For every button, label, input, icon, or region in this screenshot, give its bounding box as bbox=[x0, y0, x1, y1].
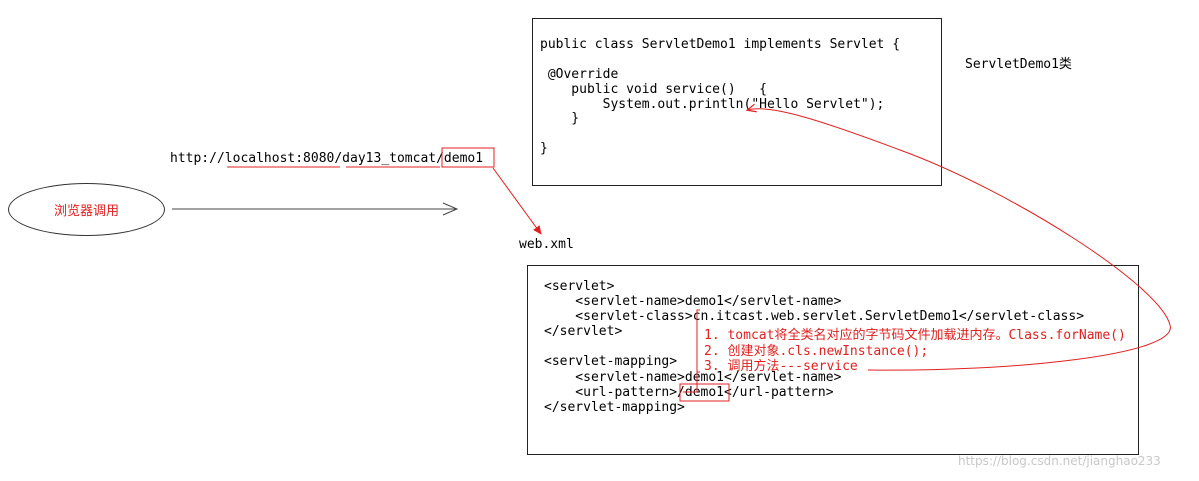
xml-line-mapping-close: </servlet-mapping> bbox=[544, 400, 685, 415]
class-label: ServletDemo1类 bbox=[965, 57, 1072, 72]
browser-label: 浏览器调用 bbox=[53, 204, 119, 219]
java-line-method: public void service() { bbox=[540, 82, 767, 97]
xml-line-servlet-class: <servlet-class>cn.itcast.web.servlet.Ser… bbox=[544, 309, 1085, 324]
url-demo1-highlight bbox=[441, 147, 495, 168]
java-line-override: @Override bbox=[540, 67, 619, 82]
note-step-3: 3. 调用方法---service bbox=[704, 359, 858, 374]
note-step-2: 2. 创建对象.cls.newInstance(); bbox=[704, 344, 929, 359]
service-invocation-curve bbox=[748, 109, 1171, 371]
xml-line-servlet-name: <servlet-name>demo1</servlet-name> bbox=[544, 294, 842, 309]
web-xml-label: web.xml bbox=[519, 237, 574, 252]
browser-request-arrow bbox=[172, 202, 459, 216]
watermark: https://blog.csdn.net/jianghao233 bbox=[958, 454, 1161, 468]
xml-line-servlet-open: <servlet> bbox=[544, 279, 615, 294]
note-step-1: 1. tomcat将全类名对应的字节码文件加载进内存。Class.forName… bbox=[704, 328, 1126, 343]
xml-code-box: <servlet> <servlet-name>demo1</servlet-n… bbox=[527, 265, 1139, 455]
pattern-demo1-highlight bbox=[679, 383, 730, 402]
xml-line-servlet-close: </servlet> bbox=[544, 324, 623, 339]
java-code-box: public class ServletDemo1 implements Ser… bbox=[532, 18, 942, 186]
xml-line-mapping-name: <servlet-name>demo1</servlet-name> bbox=[544, 370, 842, 385]
java-line-class: public class ServletDemo1 implements Ser… bbox=[540, 37, 901, 52]
request-url: http://localhost:8080/day13_tomcat/demo1 bbox=[170, 151, 484, 166]
java-line-close-method: } bbox=[540, 111, 580, 126]
browser-node: 浏览器调用 bbox=[8, 183, 165, 236]
java-line-close-class: } bbox=[540, 141, 548, 156]
class-note-bracket bbox=[696, 309, 700, 373]
xml-line-mapping-open: <servlet-mapping> bbox=[544, 354, 678, 369]
url-to-xml-arrow bbox=[492, 167, 542, 235]
xml-line-url-pattern: <url-pattern>/demo1</url-pattern> bbox=[544, 385, 834, 400]
